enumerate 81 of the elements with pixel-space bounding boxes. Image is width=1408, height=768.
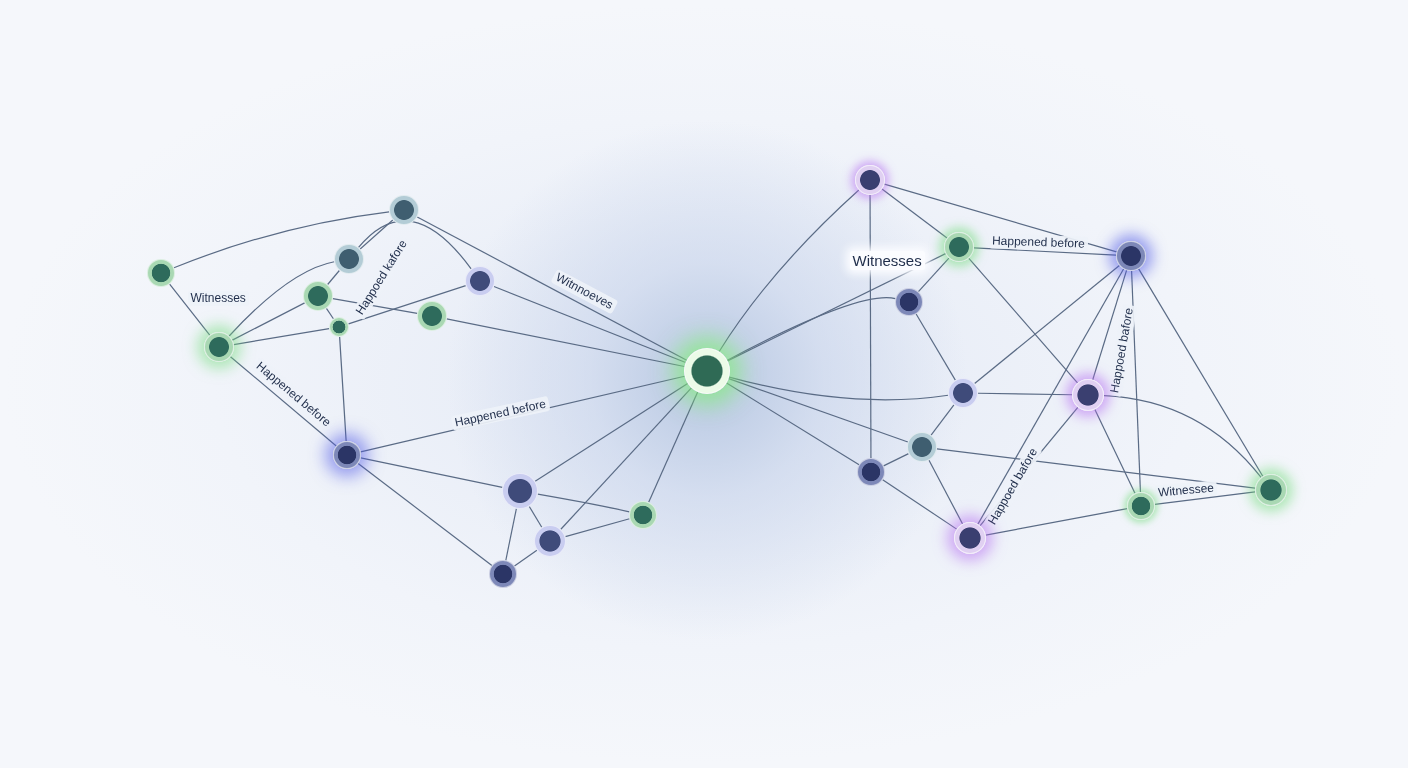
graph-node-circle [857,458,885,486]
connector-line [537,493,630,513]
graph-node-circle [417,301,447,331]
edge-label: Witnesses [187,290,249,306]
connector-line [228,261,335,337]
edge-label: Happened before [450,395,550,431]
connector-line [1154,491,1256,505]
graph-node-circle [1127,492,1155,520]
connector-line [505,508,517,561]
graph-node-circle [303,281,333,311]
connector-line [169,283,211,336]
connector-line [726,297,896,361]
connector-line [973,247,1117,256]
graph-node-circle [333,441,361,469]
connector-line [327,269,340,286]
graph-node-circle [329,317,349,337]
graph-node-circle [204,332,234,362]
connector-line [493,285,687,364]
connector-line [347,285,467,325]
connector-line [231,302,306,341]
connector-line [917,257,950,293]
graph-node-circle [948,378,978,408]
connector-line [446,318,686,368]
connector-line [928,459,964,525]
graph-node-circle [147,259,175,287]
connector-line [1094,408,1136,494]
connector-line [534,382,689,482]
connector-line [727,253,947,362]
connector-line [357,220,472,270]
graph-node-circle [389,195,419,225]
graph-node-circle [1072,379,1104,411]
connector-line [977,268,1125,525]
graph-node-circle [465,266,495,296]
connector-line [936,448,1256,489]
graph-node-circle [502,473,538,509]
connector-line [1131,270,1142,493]
graph-node-circle [629,501,657,529]
connector-line [173,211,390,269]
graph-node-circle [534,525,566,557]
graph-node-circle [1116,241,1146,271]
connector-line [1092,269,1128,381]
connector-line [930,404,955,436]
graph-node-circle [895,288,923,316]
graph-node-circle [1255,474,1287,506]
connector-line [728,378,909,443]
edge-label: Witnesses [849,250,925,270]
edge-label: Witnessee [1154,479,1218,501]
connector-line [977,392,1073,396]
connector-line [513,549,538,567]
connector-line [416,216,688,361]
graph-node-circle [489,560,517,588]
connector-line [357,462,493,567]
connector-line [869,194,872,459]
graph-node-circle [684,348,730,394]
connector-line [360,457,503,488]
connector-line [648,391,699,503]
graph-node-circle [907,432,937,462]
connector-line [726,382,860,466]
connector-line [882,479,958,530]
connector-line [233,328,330,346]
connector-line [560,387,692,530]
graph-node-circle [954,522,986,554]
connector-line [1138,268,1264,477]
connector-line [339,336,347,442]
connector-line [968,257,1079,384]
connector-line [359,219,394,250]
connector-line [882,453,910,467]
connector-line [528,505,543,528]
connector-line [1103,395,1262,479]
connector-line [915,313,956,381]
connector-line [564,518,631,538]
connector-line [881,188,948,239]
connector-line [325,307,334,320]
connector-line [728,376,949,401]
graph-node-circle [855,165,885,195]
connector-line [229,356,337,447]
connector-line [974,264,1120,385]
graph-node-circle [944,232,974,262]
connector-line [718,189,860,353]
connector-line [985,507,1128,536]
edge-label: Happened before [988,232,1088,252]
